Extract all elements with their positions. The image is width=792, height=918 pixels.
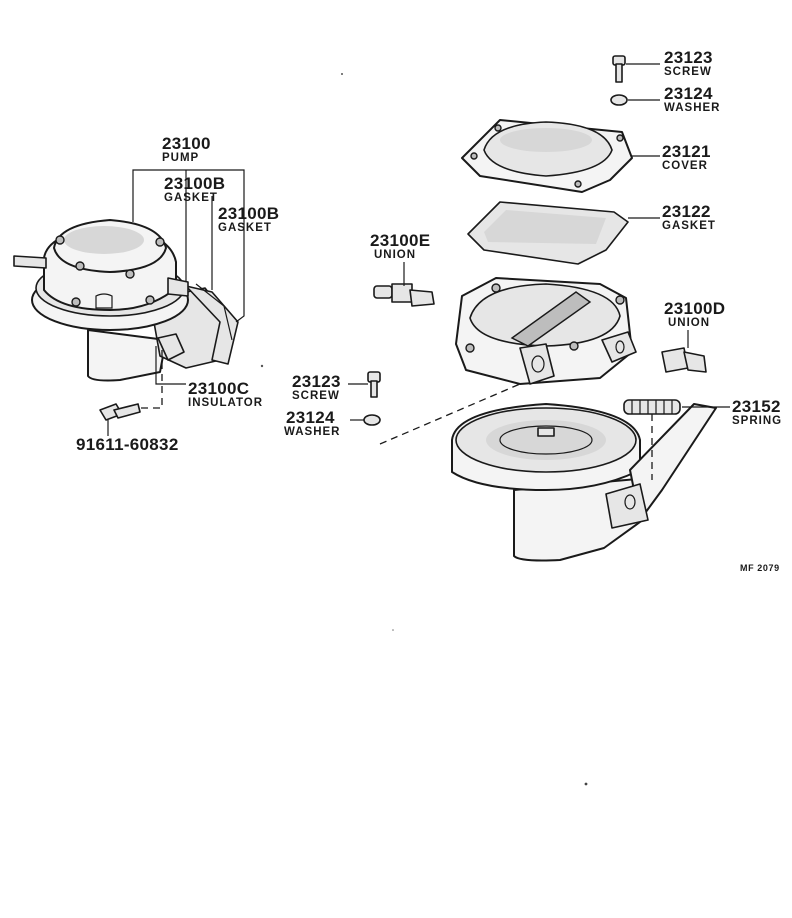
washer-top — [610, 94, 660, 106]
part-number: 23124 — [664, 84, 713, 103]
spring — [623, 399, 730, 480]
part-name: SCREW — [292, 390, 340, 402]
pump-cover — [461, 119, 660, 193]
bolt — [99, 403, 141, 436]
washer-left — [350, 414, 381, 426]
part-name: PUMP — [162, 152, 199, 164]
screw-assembly-line — [379, 383, 521, 445]
callout-union-e: 23100E UNION — [370, 231, 430, 261]
part-number: 23123 — [664, 48, 713, 67]
part-number: 23100D — [664, 299, 725, 318]
union-e — [373, 262, 435, 307]
part-name: SCREW — [664, 66, 712, 78]
pump-callout-lines — [128, 169, 245, 409]
callout-screw-top: 23123 SCREW — [664, 48, 713, 78]
callout-gasket-2: 23100B GASKET — [218, 204, 279, 234]
part-number: 23100C — [188, 379, 249, 398]
part-number: 23100 — [162, 134, 211, 153]
part-number: 23123 — [292, 372, 341, 391]
screw-top — [612, 55, 660, 83]
callout-union-d: 23100D UNION — [664, 299, 725, 329]
callout-washer-left: 23124 WASHER — [284, 408, 340, 438]
pump-upper-body — [455, 277, 637, 385]
part-number: 91611-60832 — [76, 435, 179, 454]
part-number: 23152 — [732, 397, 781, 416]
part-name: GASKET — [662, 220, 716, 232]
callout-insulator: 23100C INSULATOR — [188, 379, 263, 409]
callout-bolt: 91611-60832 — [76, 435, 179, 454]
part-name: COVER — [662, 160, 708, 172]
part-name: UNION — [374, 249, 416, 261]
part-name: GASKET — [164, 192, 218, 204]
figure-code: MF 2079 — [740, 563, 780, 573]
callout-gasket-1: 23100B GASKET — [164, 174, 225, 204]
screw-left — [348, 371, 381, 398]
callout-spring: 23152 SPRING — [732, 397, 782, 427]
part-number: 23122 — [662, 202, 711, 221]
union-d — [661, 330, 707, 373]
part-name: UNION — [668, 317, 710, 329]
scan-specks — [260, 73, 588, 786]
part-name: INSULATOR — [188, 397, 263, 409]
part-name: WASHER — [664, 102, 720, 114]
part-name: GASKET — [218, 222, 272, 234]
assembled-fuel-pump — [13, 219, 239, 382]
part-number: 23100B — [164, 174, 225, 193]
callout-washer-top: 23124 WASHER — [664, 84, 720, 114]
part-number: 23121 — [662, 142, 711, 161]
callout-gasket-3: 23122 GASKET — [662, 202, 716, 232]
callout-screw-left: 23123 SCREW — [292, 372, 341, 402]
part-number: 23100E — [370, 231, 430, 250]
callout-pump: 23100 PUMP — [162, 134, 211, 164]
part-number: 23100B — [218, 204, 279, 223]
part-name: SPRING — [732, 415, 782, 427]
part-name: WASHER — [284, 426, 340, 438]
pump-lower-body — [451, 403, 717, 562]
callout-cover: 23121 COVER — [662, 142, 711, 172]
part-number: 23124 — [286, 408, 335, 427]
cover-gasket — [467, 201, 660, 265]
